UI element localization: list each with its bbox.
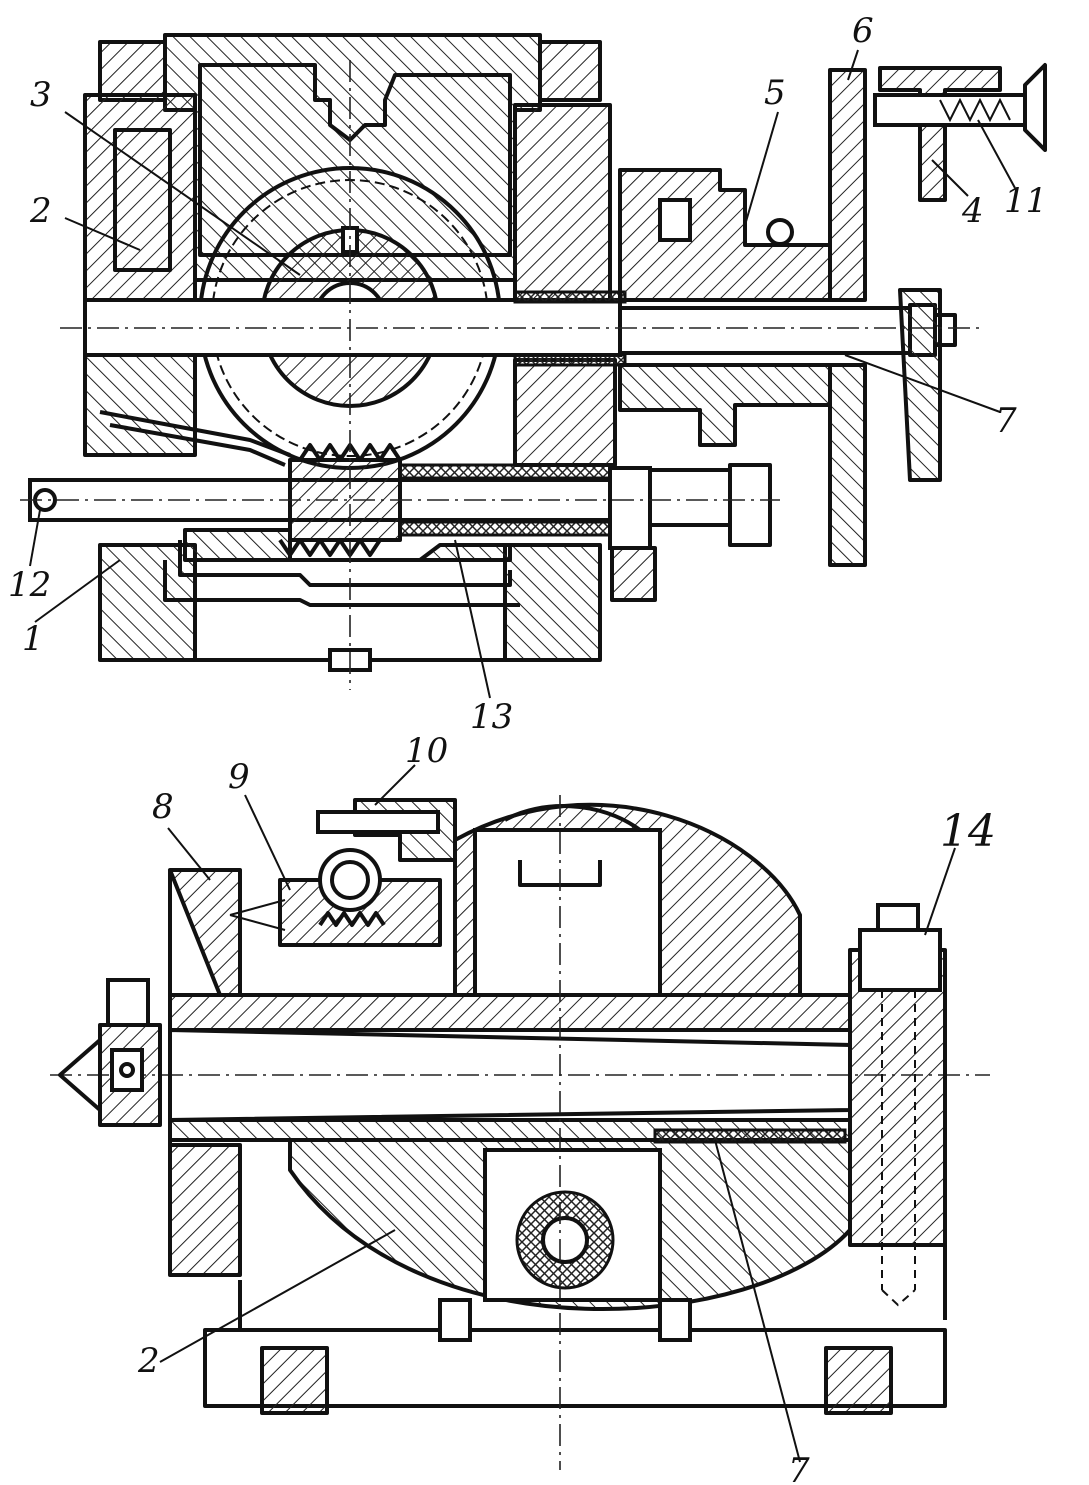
leader-7-bottom <box>714 1139 801 1463</box>
label-8: 8 <box>152 787 174 827</box>
label-6: 6 <box>852 11 874 51</box>
shaft-bushing-bottom <box>513 353 627 367</box>
label-2-bottom: 2 <box>137 1341 160 1381</box>
worm-gear-lower-bore <box>541 1216 589 1264</box>
base-right <box>503 543 602 662</box>
dial-disc-lower <box>828 363 867 567</box>
eccentric-sleeve <box>183 528 512 562</box>
leader-10 <box>374 764 416 806</box>
shaft-bushing-top <box>513 290 627 304</box>
worm-housing-bearing <box>318 848 382 912</box>
housing-top-flange-left <box>98 40 167 102</box>
clamp-screw-bolt <box>316 810 440 834</box>
leader-4 <box>931 159 969 197</box>
label-12: 12 <box>8 565 51 605</box>
worm-housing-bearing-inner <box>330 860 370 900</box>
bottom-view <box>50 764 990 1470</box>
body-cavity <box>473 828 662 997</box>
label-3: 3 <box>30 75 52 115</box>
base-upright <box>238 1245 947 1330</box>
leader-1 <box>34 559 121 623</box>
drive-shaft-end <box>618 306 912 355</box>
dial-disc-6 <box>828 68 867 302</box>
spindle-upper <box>168 993 852 1032</box>
leader-2-bottom <box>159 1229 396 1363</box>
housing-top-flange-right <box>538 40 602 102</box>
label-7-bottom: 7 <box>788 1451 810 1485</box>
center-clamp-top <box>106 978 150 1027</box>
leader-11 <box>977 119 1016 189</box>
center-clamp-window <box>110 1048 144 1092</box>
label-10: 10 <box>405 731 448 771</box>
handle-arm <box>898 288 942 482</box>
housing-left-wall <box>83 93 197 302</box>
spindle-bushing-7 <box>653 1128 847 1144</box>
sleeve-bolt <box>658 198 692 242</box>
leader-7 <box>844 354 1001 413</box>
label-5: 5 <box>764 73 786 113</box>
base-plate <box>203 1328 947 1408</box>
leader-9 <box>244 794 291 891</box>
label-4: 4 <box>961 191 984 231</box>
leader-13 <box>454 539 491 699</box>
leader-8 <box>167 827 211 881</box>
leader-14 <box>924 847 956 936</box>
housing-right-wall <box>513 103 612 302</box>
bottom-stud-left <box>438 1298 472 1342</box>
center-clamp-hole <box>119 1062 135 1078</box>
leader-5 <box>744 111 779 226</box>
end-flange-nut <box>858 928 942 992</box>
end-flange-14 <box>848 948 947 1247</box>
handle-bracket-4 <box>878 66 1002 202</box>
label-14: 14 <box>940 806 996 857</box>
housing-lower-left <box>83 353 197 457</box>
sleeve-lower <box>618 363 832 447</box>
label-11: 11 <box>1004 181 1047 221</box>
labels: 3 2 5 6 4 11 7 12 1 13 8 9 10 14 2 7 <box>8 11 1047 1485</box>
leader-2 <box>64 217 141 251</box>
leader-3 <box>64 111 301 276</box>
top-view <box>20 33 1047 699</box>
label-13: 13 <box>470 697 513 737</box>
worm-bracket <box>610 546 657 602</box>
label-9: 9 <box>228 757 250 797</box>
worm-collar <box>608 466 652 550</box>
stud-hidden-tip <box>881 1289 916 1307</box>
oil-cap <box>766 218 794 246</box>
label-7: 7 <box>995 401 1017 441</box>
drive-shaft <box>83 298 622 357</box>
worm-housing-teeth <box>318 911 386 927</box>
base-foot-right <box>824 1346 893 1415</box>
leader-12 <box>29 509 41 567</box>
base-foot-left <box>260 1346 329 1415</box>
plunger-knob <box>1023 63 1047 152</box>
label-2: 2 <box>29 191 52 231</box>
bottom-stud-right <box>658 1298 692 1342</box>
worm-shaft-nut <box>728 463 772 547</box>
sleeve-5 <box>618 168 832 302</box>
leader-6 <box>847 49 859 81</box>
plunger-spring <box>939 97 1011 123</box>
label-1: 1 <box>22 619 44 659</box>
oil-channel <box>163 540 520 607</box>
oil-line <box>99 410 291 467</box>
pin-lines <box>229 899 286 931</box>
housing-lower-right <box>513 358 617 467</box>
